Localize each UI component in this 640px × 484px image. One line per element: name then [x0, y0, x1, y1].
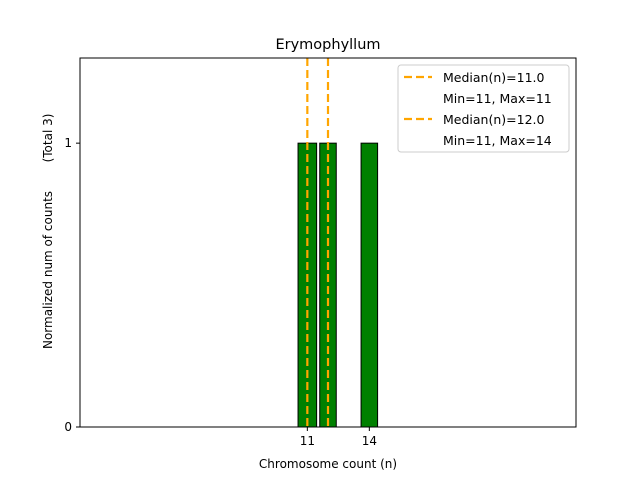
y-tick-label: 1	[64, 136, 72, 150]
x-tick-label: 14	[362, 434, 377, 448]
legend-median-label: Median(n)=12.0	[443, 112, 544, 127]
y-tick-label: 0	[64, 420, 72, 434]
x-tick-label: 11	[300, 434, 315, 448]
legend-range-label: Min=11, Max=11	[443, 91, 552, 106]
plot-area	[297, 58, 379, 428]
axes-frame	[79, 57, 577, 428]
chart-title: Erymophyllum	[275, 37, 380, 53]
legend-median-label: Median(n)=11.0	[443, 70, 544, 85]
legend-range-label: Min=11, Max=14	[443, 133, 552, 148]
legend-box	[397, 64, 570, 153]
y-axis-label: Normalized num of counts	[41, 191, 55, 349]
y-axis-total-note: (Total 3)	[41, 114, 55, 163]
bar-14	[360, 142, 379, 428]
x-axis-label: Chromosome count (n)	[259, 457, 397, 471]
